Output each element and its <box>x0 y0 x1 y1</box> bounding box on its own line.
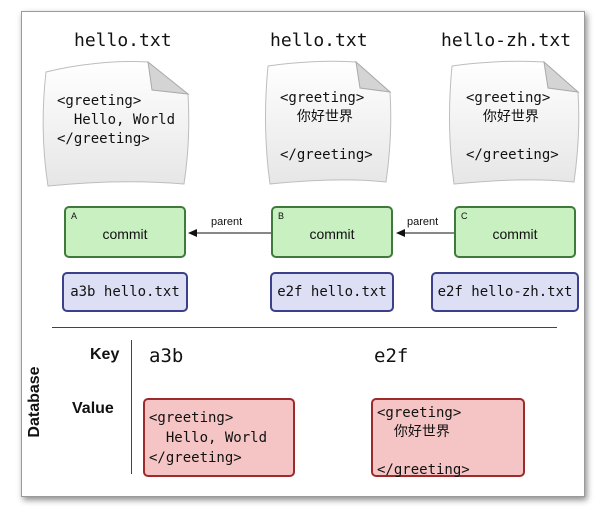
document-icon <box>265 60 392 185</box>
document-icon <box>42 60 190 187</box>
blob-content: <greeting> Hello, World </greeting> <box>149 410 268 466</box>
document-content: <greeting> Hello, World</greeting> <box>57 93 176 147</box>
commit-node-a: A commit <box>64 206 186 258</box>
parent-label: parent <box>211 216 243 228</box>
file-name-2: hello.txt <box>270 30 368 51</box>
commit-label: commit <box>309 226 355 242</box>
column-divider <box>131 340 132 474</box>
parent-label: parent <box>407 216 439 228</box>
commit-id: B <box>278 211 285 221</box>
commit-node-b: B commit <box>271 206 393 258</box>
document-content: <greeting> 你好世界 </greeting> <box>280 90 373 163</box>
tree-node: e2f hello-zh.txt <box>431 272 579 312</box>
blob-content: <greeting> 你好世界 </greeting> <box>377 405 470 478</box>
db-key: e2f <box>374 345 409 367</box>
db-value-blob: <greeting> 你好世界 </greeting> <box>371 398 525 478</box>
key-header: Key <box>90 346 120 363</box>
commit-label: commit <box>492 226 538 242</box>
commit-label: commit <box>102 226 148 242</box>
commit-id: C <box>461 211 468 221</box>
value-header: Value <box>72 400 114 417</box>
section-divider <box>52 327 557 328</box>
db-key: a3b <box>149 345 184 367</box>
db-value-blob: <greeting> Hello, World </greeting> <box>143 398 295 477</box>
tree-node: e2f hello.txt <box>270 272 394 312</box>
file-name-1: hello.txt <box>74 30 172 51</box>
tree-node: a3b hello.txt <box>62 272 188 312</box>
file-name-3: hello-zh.txt <box>441 30 572 51</box>
document-content: <greeting> 你好世界 </greeting> <box>466 90 559 163</box>
commit-id: A <box>71 211 78 221</box>
document-icon <box>449 60 580 185</box>
commit-node-c: C commit <box>454 206 576 258</box>
parent-arrow-b-to-a <box>188 229 271 237</box>
database-label: Database <box>26 366 43 438</box>
parent-arrow-c-to-b <box>396 229 454 237</box>
